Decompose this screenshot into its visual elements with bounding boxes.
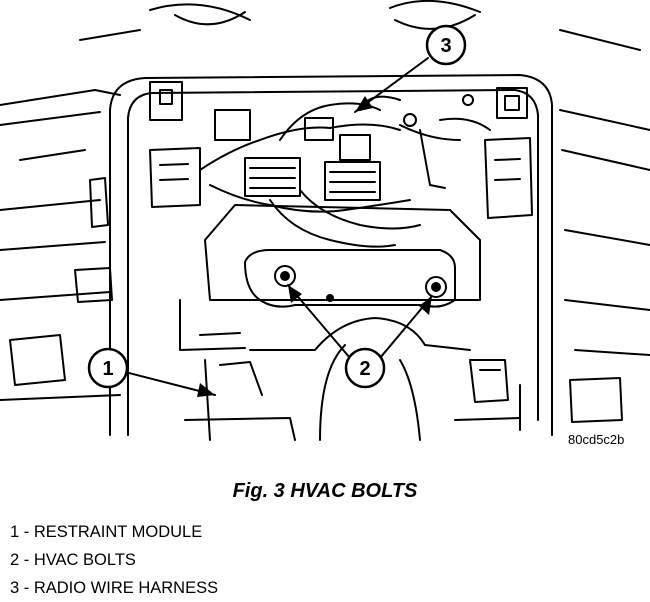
callout-3: 3 (425, 24, 467, 66)
callout-1: 1 (87, 347, 129, 389)
legend-item-radio-wire-harness: 3 - RADIO WIRE HARNESS (10, 579, 219, 597)
radio-wire-harness-drawing (199, 94, 474, 248)
arrowhead-1 (197, 383, 215, 397)
figure-caption: Fig. 3 HVAC BOLTS (232, 480, 418, 502)
arrowhead-2a (288, 285, 302, 303)
legend-item-restraint-module: 1 - RESTRAINT MODULE (10, 523, 203, 541)
hvac-mounting-bracket (204, 204, 481, 308)
legend-list: 1 - RESTRAINT MODULE 2 - HVAC BOLTS 3 - … (10, 518, 218, 602)
right-dashboard-panel (559, 109, 650, 423)
center-bezel (109, 74, 553, 436)
leader-lines (124, 57, 433, 396)
callout-2-number: 2 (359, 358, 370, 380)
left-dashboard-panel (0, 89, 121, 401)
arrowhead-3 (355, 96, 373, 112)
radio-cavity (149, 81, 533, 219)
lower-console (179, 299, 521, 441)
drawing-code: 80cd5c2b (568, 432, 625, 447)
hvac-bolts-illustration: 1 2 3 (0, 0, 650, 441)
callout-1-number: 1 (102, 358, 113, 380)
arrowhead-2b (419, 296, 432, 315)
instrument-cluster (79, 0, 641, 51)
legend-item-hvac-bolts: 2 - HVAC BOLTS (10, 551, 136, 569)
callout-2: 2 (344, 347, 386, 389)
callout-3-number: 3 (440, 35, 451, 57)
